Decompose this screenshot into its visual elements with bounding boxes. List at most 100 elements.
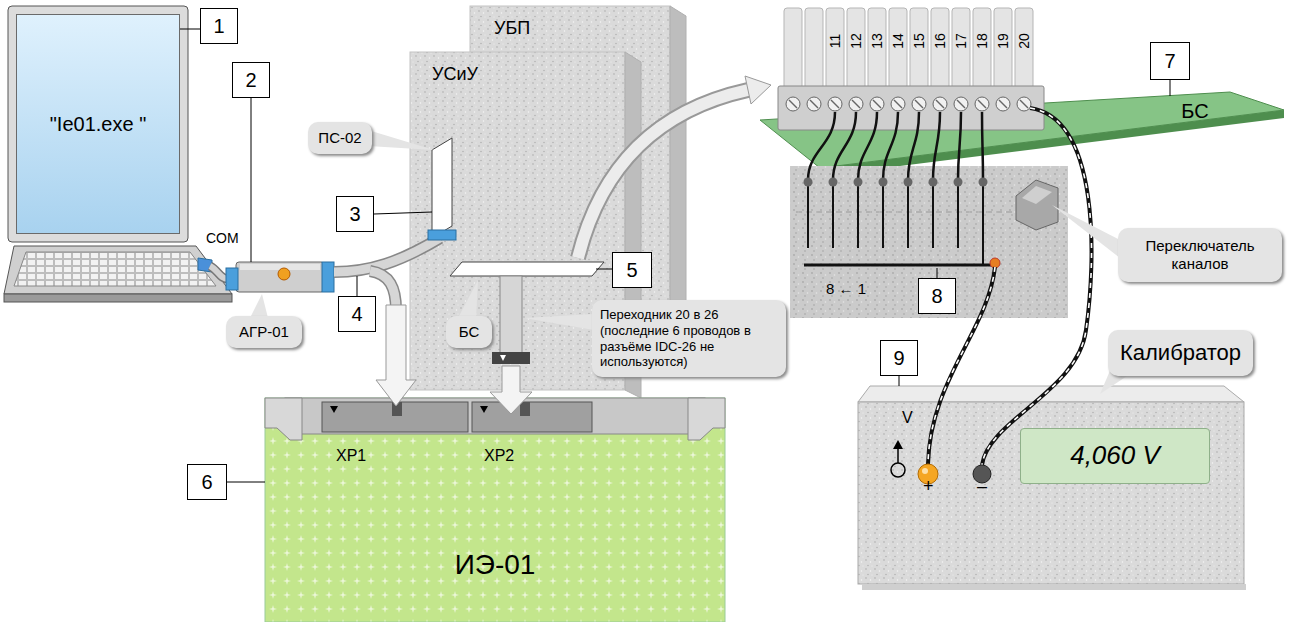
node-text: Переключатель каналов [1126,237,1274,273]
terminal-tabs [994,8,1012,90]
terminal-block [849,97,863,111]
channel-wires [933,112,940,180]
terminal-block [807,97,821,111]
unit-box: УБП [470,6,670,346]
callout-number: 7 [1150,42,1190,80]
channel-wires [908,112,919,180]
callout-number: 4 [338,296,376,332]
contact-balls [854,178,863,187]
terminal-block [954,97,968,111]
block-arrow [376,305,532,414]
calibrator: V+–4,060 V [858,386,1244,584]
terminal-tabs [910,8,928,90]
channel-wires [883,112,898,180]
leader-line [357,276,358,296]
calibrator-body [893,440,903,449]
channel-wires [833,112,856,180]
interface-card [428,230,456,240]
channel-wires [958,112,961,180]
terminal-tabs [1015,8,1033,90]
curved-arrow [578,90,748,258]
adapter-device [278,268,290,280]
adapter-device [322,262,334,292]
output-contact [990,258,1000,268]
leader-line [1170,80,1171,96]
node-text: "Ie01.exe " [50,112,146,136]
calibrator-body [858,386,1246,590]
node-text: 9 [893,346,904,370]
node-text: ПС-02 [318,129,361,147]
terminal-tabs [847,8,865,90]
terminal-tabs [868,8,886,90]
terminal-block [786,97,800,111]
contact-balls [929,178,938,187]
node-text: АГР-01 [239,323,289,341]
test-board [322,402,468,432]
bubble-tail [458,280,478,318]
channel-switch-module [1022,186,1052,204]
switch-contacts [957,182,959,248]
display: 4,060 V [1020,428,1210,484]
test-board [472,402,592,432]
terminal-number: 12 [847,27,865,55]
test-board [265,398,725,622]
contact-balls [829,178,838,187]
bubble-tail [1052,205,1120,258]
channel-switch-module [790,166,1068,318]
terminal-number: 18 [973,27,991,55]
com-cable [210,266,228,279]
contact-balls [904,178,913,187]
switch-contacts [882,182,884,248]
node-text: V [902,408,913,427]
terminal-block [778,86,1044,130]
note-callout: Переходник 20 в 26 (последние 6 проводов… [592,300,786,377]
channel-wires [982,112,983,180]
switch-contacts [907,182,909,248]
device-callout: ПС-02 [308,122,372,154]
leader-line [596,269,612,270]
test-board [480,406,488,413]
leader-line [374,212,432,214]
test-board [265,398,302,440]
node-text: 8 [931,284,942,308]
channel-wires [858,112,877,180]
test-board [285,398,705,434]
test-leads [928,267,995,464]
bubble-tail [368,130,434,150]
node-text: 3 [349,202,360,226]
node-text: Калибратор [1120,340,1241,366]
laptop [4,294,232,302]
terminal-tabs [826,8,844,90]
node-text: + [923,476,934,498]
test-board [520,402,530,416]
ribbon-cable [334,238,440,272]
channel-wires [808,112,835,180]
node-text: ИЭ-01 [455,548,536,582]
board: ИЭ-01 [265,398,725,622]
laptop [8,6,188,242]
device-callout: Переключатель каналов [1118,228,1282,282]
channel-switch-module [1016,180,1058,230]
terminal-number: 11 [826,27,844,55]
curved-arrow [745,76,771,104]
bubble-tail [524,314,594,330]
node-text: 4,060 V [1070,440,1160,471]
test-leads [982,108,1092,465]
terminal-tabs [952,8,970,90]
adapter-device [226,262,334,292]
connector-label: XP1 [336,446,366,465]
port-label: COM [206,230,239,247]
contact-balls [804,178,813,187]
test-board [688,398,725,440]
test-leads [928,267,995,464]
test-board [265,398,725,622]
ribbon-cable [334,238,440,272]
calibrator-body [862,584,1246,590]
signal-card [500,276,522,354]
channel-wires [808,112,983,180]
node-text: Переходник 20 в 26 (последние 6 проводов… [600,307,778,369]
callout-number: 2 [232,62,270,98]
terminal-tabs [805,8,823,90]
leader-line [227,482,265,483]
test-board [330,406,338,413]
